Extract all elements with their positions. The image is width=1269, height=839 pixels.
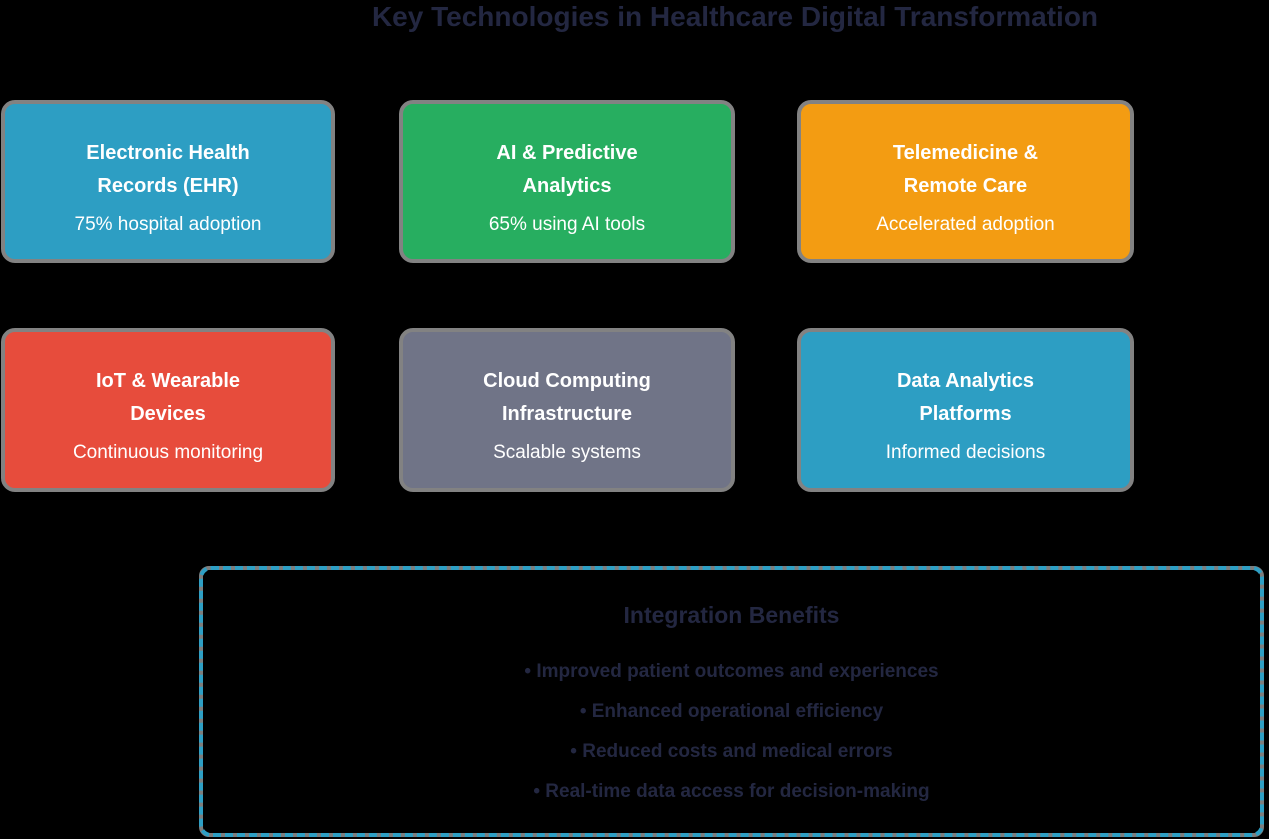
card-title: Telemedicine & Remote Care <box>892 142 1039 197</box>
card-subtitle: Accelerated adoption <box>876 214 1055 235</box>
benefit-item: • Enhanced operational efficiency <box>579 701 884 722</box>
card-ai-predictive-analytics: AI & Predictive Analytics 65% using AI t… <box>399 100 735 263</box>
card-subtitle: Scalable systems <box>493 442 641 463</box>
card-subtitle: Continuous monitoring <box>72 442 264 463</box>
card-title: Data Analytics Platforms <box>896 370 1035 425</box>
card-cloud-computing-infrastructure: Cloud Computing Infrastructure Scalable … <box>399 328 735 492</box>
card-subtitle: 65% using AI tools <box>488 214 646 235</box>
card-electronic-health-records: Electronic Health Records (EHR) 75% hosp… <box>1 100 335 263</box>
card-telemedicine-remote-care: Telemedicine & Remote Care Accelerated a… <box>797 100 1134 263</box>
card-title: Cloud Computing Infrastructure <box>483 370 651 425</box>
card-subtitle: 75% hospital adoption <box>74 214 262 235</box>
card-title: Electronic Health Records (EHR) <box>86 142 250 197</box>
benefits-list: • Improved patient outcomes and experien… <box>203 652 1260 812</box>
card-data-analytics-platforms: Data Analytics Platforms Informed decisi… <box>797 328 1134 492</box>
card-iot-wearable-devices: IoT & Wearable Devices Continuous monito… <box>1 328 335 492</box>
benefits-heading: Integration Benefits <box>623 602 840 628</box>
page-title: Key Technologies in Healthcare Digital T… <box>371 1 1099 32</box>
card-title: AI & Predictive Analytics <box>496 142 638 197</box>
card-subtitle: Informed decisions <box>885 442 1046 463</box>
benefit-item: • Reduced costs and medical errors <box>570 741 893 762</box>
benefit-item: • Real-time data access for decision-mak… <box>533 781 930 802</box>
benefit-item: • Improved patient outcomes and experien… <box>524 661 939 682</box>
card-title: IoT & Wearable Devices <box>95 370 241 425</box>
integration-benefits-box: Integration Benefits • Improved patient … <box>199 566 1264 837</box>
